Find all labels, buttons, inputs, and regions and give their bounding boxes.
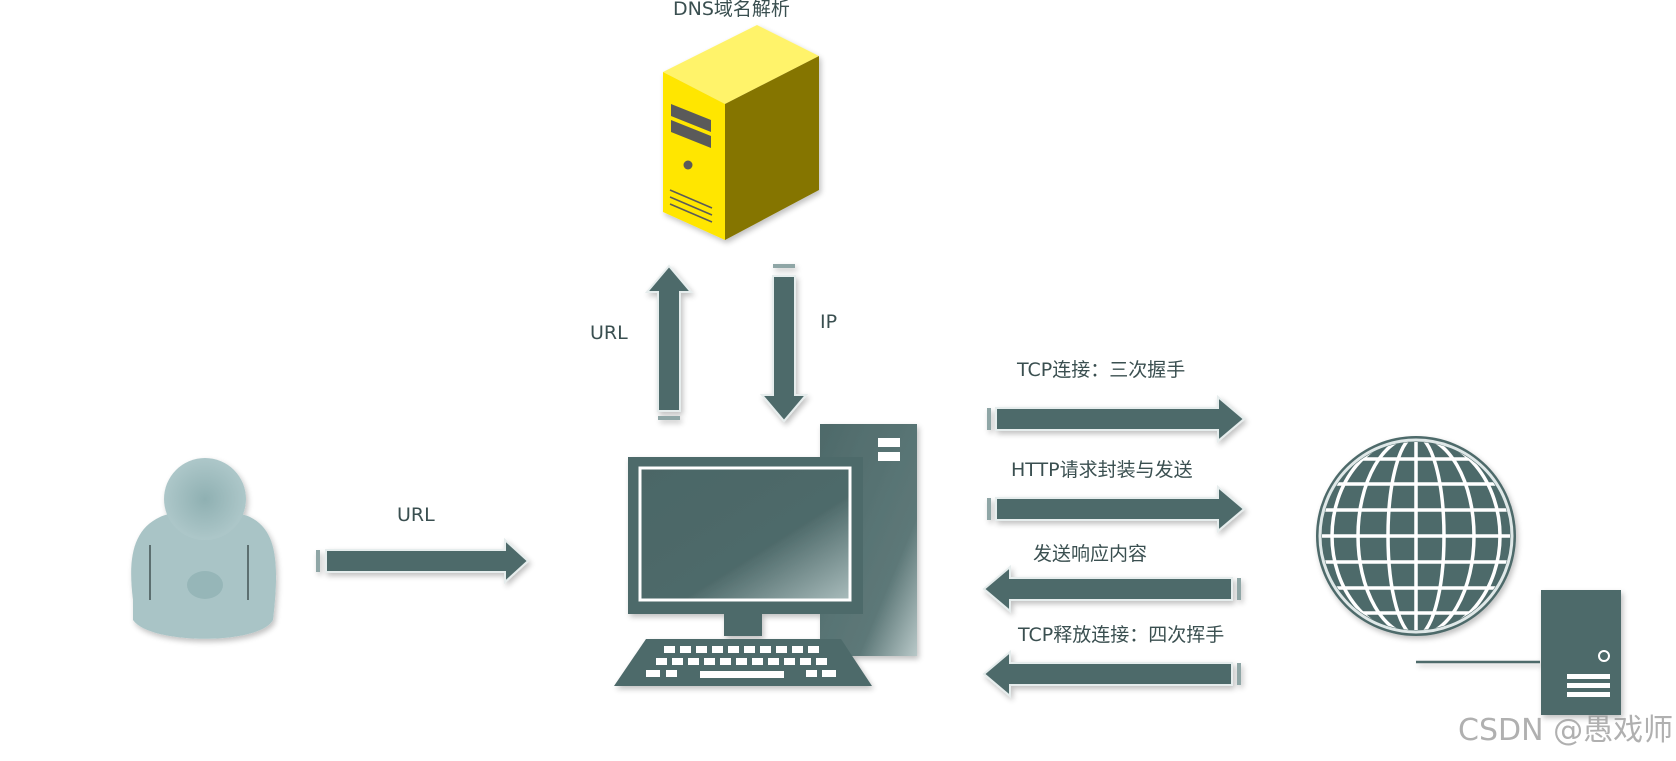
dns-label: DNS域名解析	[673, 0, 790, 20]
tcp-release-label: TCP释放连接：四次挥手	[1018, 624, 1225, 646]
send-response-label: 发送响应内容	[1033, 543, 1148, 565]
ip-label: IP	[820, 311, 838, 333]
tcp-connect-label: TCP连接：三次握手	[1017, 359, 1186, 381]
tcp-connect-arrow	[987, 394, 1246, 444]
watermark: CSDN @愚戏师	[1458, 713, 1674, 748]
dns-server-icon	[663, 25, 819, 240]
url-up-label: URL	[590, 322, 628, 344]
http-request-label: HTTP请求封装与发送	[1011, 459, 1193, 481]
ip-arrow-down	[759, 264, 809, 423]
user-icon	[131, 458, 277, 639]
url-user-label: URL	[397, 504, 435, 526]
url-arrow-up	[644, 264, 694, 420]
send-response-arrow	[982, 564, 1241, 614]
computer-icon	[614, 424, 917, 686]
tcp-release-arrow	[982, 649, 1241, 699]
globe-icon	[1316, 436, 1516, 636]
http-request-arrow	[987, 484, 1246, 534]
web-server-icon	[1416, 590, 1621, 715]
url-arrow-right	[316, 537, 530, 585]
